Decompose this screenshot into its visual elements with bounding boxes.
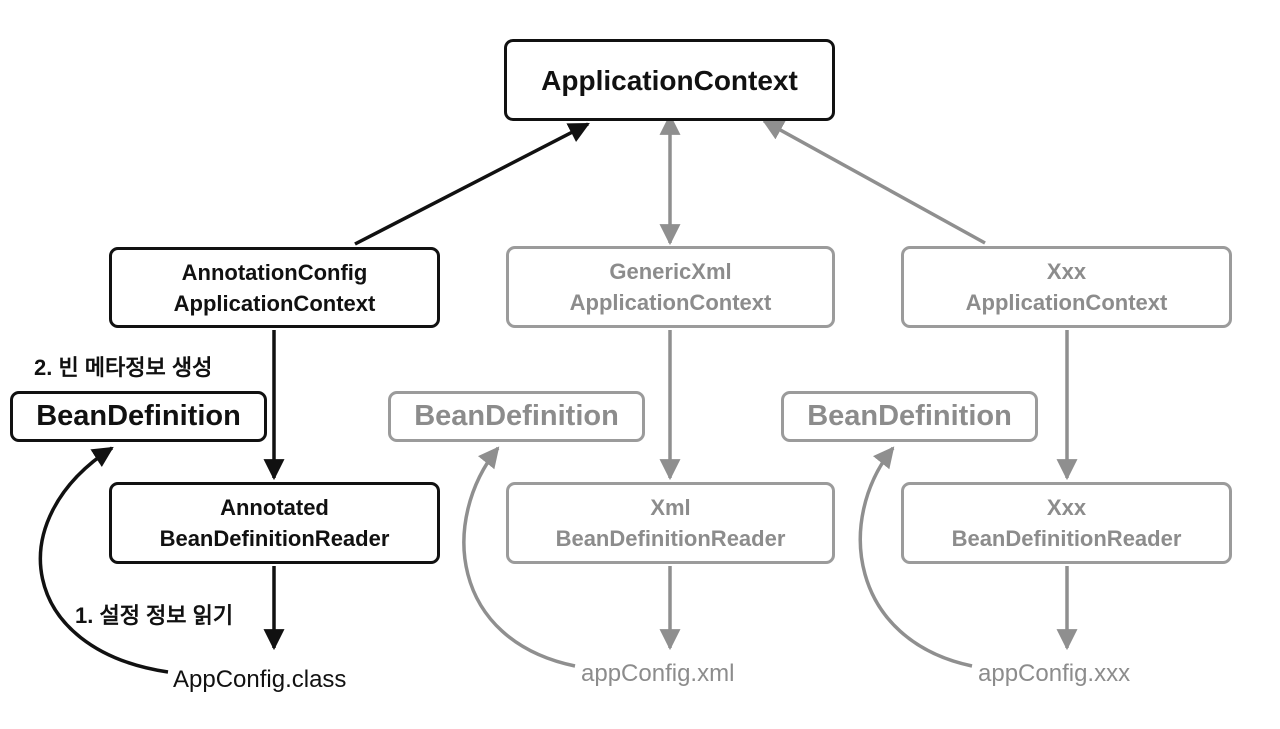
source-appconfig-xxx: appConfig.xxx xyxy=(978,660,1131,687)
reader-line2: BeanDefinitionReader xyxy=(159,526,390,551)
arrow-xxx-context-to-root xyxy=(762,119,986,245)
curve-appconfig-xxx-to-beandefinition xyxy=(858,446,973,668)
context-line2: ApplicationContext xyxy=(965,290,1168,315)
bean-definition-label: BeanDefinition xyxy=(807,400,1012,432)
bean-definition-label: BeanDefinition xyxy=(36,400,241,432)
reader-line1: Annotated xyxy=(220,495,329,520)
reader-line1: Xml xyxy=(650,495,691,520)
context-line1: Xxx xyxy=(1046,259,1087,284)
context-line2: ApplicationContext xyxy=(569,290,772,315)
application-context-box: ApplicationContext xyxy=(504,39,835,121)
curve-appconfig-class-to-beandefinition xyxy=(38,446,169,674)
generic-xml-context-box: GenericXml ApplicationContext xyxy=(506,246,835,328)
bean-definition-box-annotation: BeanDefinition xyxy=(10,391,267,442)
reader-line1: Xxx xyxy=(1046,495,1087,520)
annotated-reader-box: Annotated BeanDefinitionReader xyxy=(109,482,440,564)
xml-reader-box: Xml BeanDefinitionReader xyxy=(506,482,835,564)
bean-definition-box-xml: BeanDefinition xyxy=(388,391,645,442)
step-create-metadata: 2. 빈 메타정보 생성 xyxy=(34,355,213,380)
step-read-config: 1. 설정 정보 읽기 xyxy=(75,603,234,628)
bean-definition-label: BeanDefinition xyxy=(414,400,619,432)
context-line1: GenericXml xyxy=(609,259,732,284)
reader-line2: BeanDefinitionReader xyxy=(951,526,1182,551)
annotation-config-context-box: AnnotationConfig ApplicationContext xyxy=(109,247,440,328)
curve-appconfig-xml-to-beandefinition xyxy=(462,446,576,668)
context-line1: AnnotationConfig xyxy=(181,259,368,285)
application-context-label: ApplicationContext xyxy=(541,64,798,96)
arrow-annotation-context-to-root xyxy=(354,122,590,246)
xxx-context-box: Xxx ApplicationContext xyxy=(901,246,1232,328)
source-appconfig-xml: appConfig.xml xyxy=(581,660,735,687)
context-line2: ApplicationContext xyxy=(173,290,376,316)
bean-definition-box-xxx: BeanDefinition xyxy=(781,391,1038,442)
reader-line2: BeanDefinitionReader xyxy=(555,526,786,551)
source-appconfig-class: AppConfig.class xyxy=(173,666,347,693)
xxx-reader-box: Xxx BeanDefinitionReader xyxy=(901,482,1232,564)
